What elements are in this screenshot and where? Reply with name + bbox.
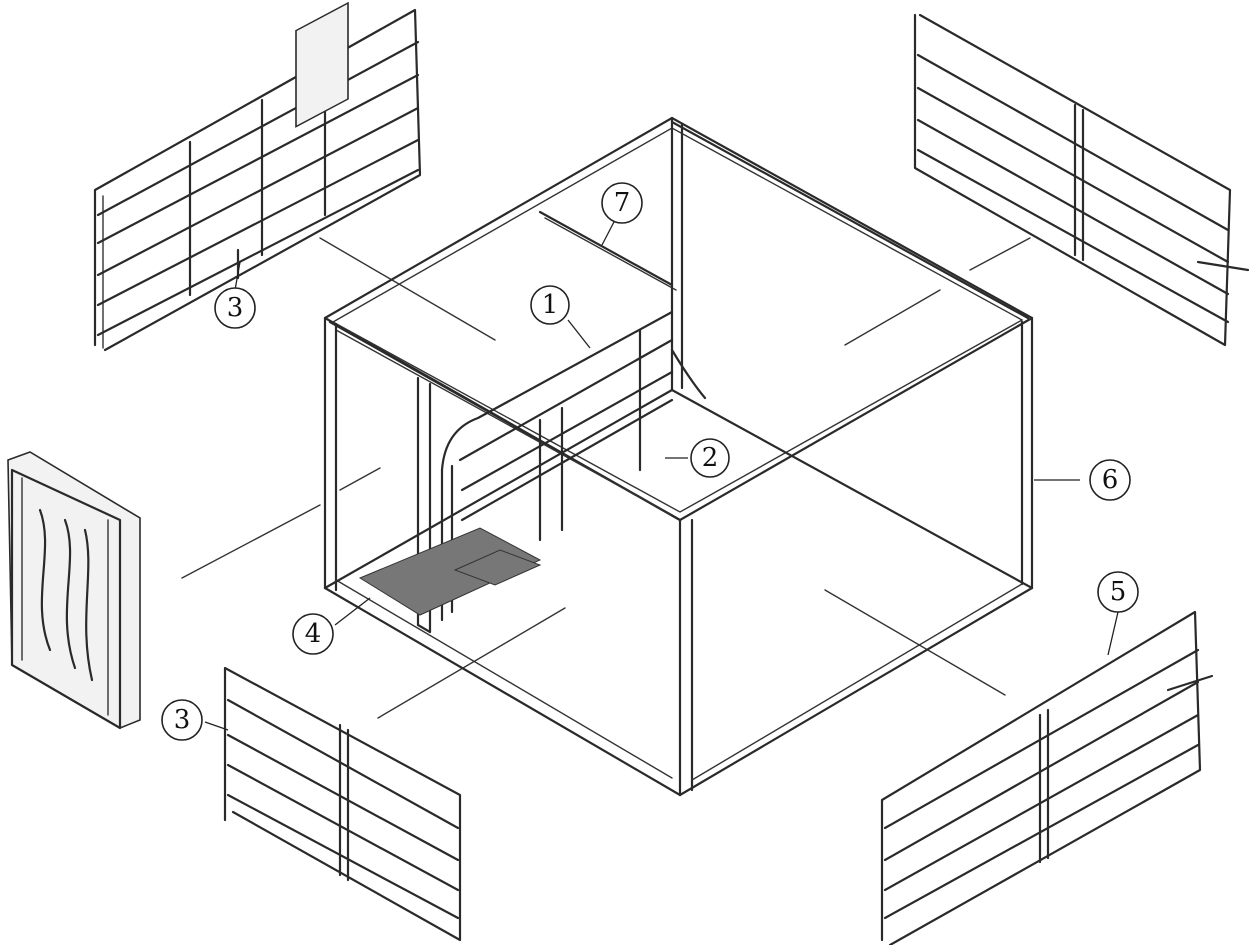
- callout-7: 7: [601, 182, 643, 224]
- callout-2-label: 2: [702, 443, 719, 473]
- callout-4: 4: [292, 613, 334, 655]
- gate-panel-top-left: [93, 1, 422, 352]
- callout-1-label: 1: [542, 290, 559, 320]
- callout-6-label: 6: [1102, 465, 1119, 495]
- callout-3-top: 3: [214, 287, 256, 329]
- leader-lines: [204, 219, 1119, 731]
- callout-3-top-label: 3: [227, 293, 244, 323]
- callout-4-label: 4: [305, 619, 322, 649]
- callout-2: 2: [690, 438, 730, 478]
- central-frame: [323, 116, 1034, 797]
- gate-panel-top-right: [913, 13, 1250, 347]
- door-panel-left: [7, 451, 141, 730]
- gate-panel-bottom-right: [880, 610, 1214, 945]
- callout-1: 1: [530, 285, 570, 325]
- callout-5: 5: [1097, 571, 1139, 613]
- callout-3-bottom: 3: [161, 699, 203, 741]
- floor-mat: [358, 527, 542, 616]
- callout-5-label: 5: [1110, 577, 1127, 607]
- callout-6: 6: [1089, 459, 1131, 501]
- callout-3-bottom-label: 3: [174, 705, 191, 735]
- callout-7-label: 7: [614, 188, 631, 218]
- assembly-guide-lines: [181, 237, 1031, 719]
- gate-panel-bottom-left: [223, 666, 462, 942]
